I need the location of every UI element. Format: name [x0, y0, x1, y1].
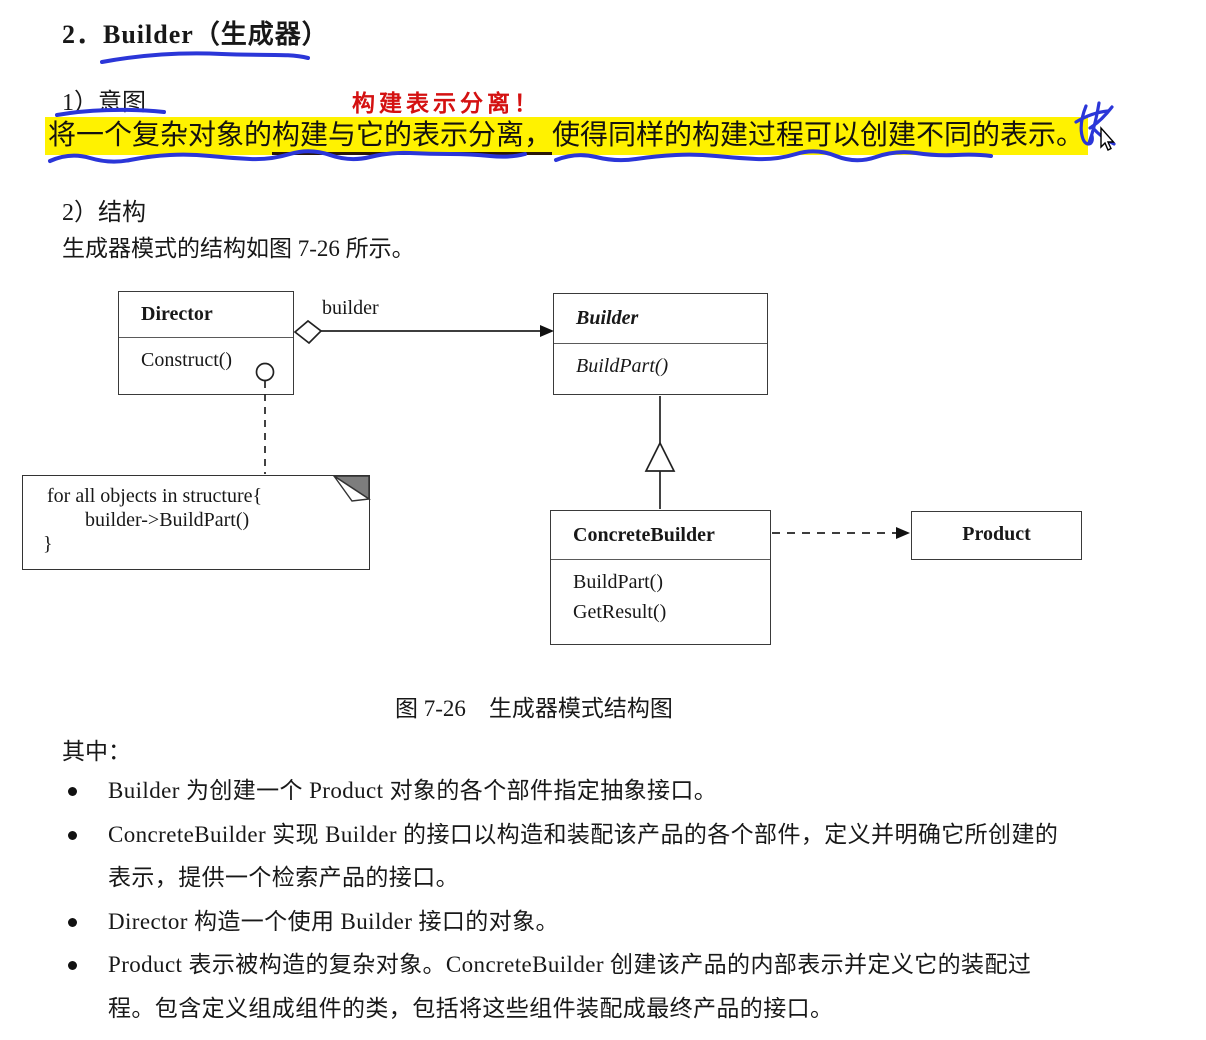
list-item: Director 构造一个使用 Builder 接口的对象。 — [62, 900, 1072, 944]
page-title: 2．Builder（生成器） — [62, 20, 329, 49]
class-product-name: Product — [962, 523, 1031, 545]
class-product: Product — [911, 511, 1082, 560]
class-director-name: Director — [119, 292, 293, 338]
note-line: for all objects in structure{ — [47, 485, 263, 507]
structure-heading: 2）结构 — [62, 200, 146, 226]
generalization-connector — [644, 396, 676, 509]
component-bullet-list: Builder 为创建一个 Product 对象的各个部件指定抽象接口。 Con… — [62, 769, 1072, 1030]
note-line: } — [43, 533, 53, 555]
list-item: ConcreteBuilder 实现 Builder 的接口以构造和装配该产品的… — [62, 813, 1072, 900]
class-builder: Builder BuildPart() — [553, 293, 768, 395]
highlight-seg2-underlined: 构建与它的表示分离， — [272, 120, 553, 155]
class-director: Director Construct() — [118, 291, 294, 395]
class-concrete-builder-name: ConcreteBuilder — [551, 511, 770, 560]
among-label: 其中： — [62, 739, 131, 764]
class-builder-method: BuildPart() — [576, 355, 669, 377]
aggregation-association-connector — [293, 319, 554, 345]
title-underline-ink — [100, 51, 310, 64]
figure-caption: 图 7-26 生成器模式结构图 — [395, 696, 673, 721]
dependency-connector — [772, 527, 910, 539]
association-label: builder — [322, 297, 379, 319]
intent-heading: 1）意图 — [62, 90, 146, 116]
list-item: Builder 为创建一个 Product 对象的各个部件指定抽象接口。 — [62, 769, 1072, 813]
class-builder-name: Builder — [554, 294, 767, 344]
handwritten-red-annotation: 构建表示分离！ — [352, 91, 541, 116]
list-item: Product 表示被构造的复杂对象。ConcreteBuilder 创建该产品… — [62, 943, 1072, 1030]
class-director-method: Construct() — [141, 349, 233, 371]
class-concrete-builder-method: BuildPart() — [573, 571, 663, 593]
highlight-seg1: 将一个复杂对象的 — [48, 120, 273, 151]
uml-note: for all objects in structure{ builder->B… — [22, 475, 370, 570]
structure-intro: 生成器模式的结构如图 7-26 所示。 — [62, 236, 415, 261]
mouse-cursor-icon — [1100, 126, 1116, 151]
class-concrete-builder: ConcreteBuilder BuildPart() GetResult() — [550, 510, 771, 645]
class-concrete-builder-method: GetResult() — [573, 601, 667, 623]
highlighted-sentence: 将一个复杂对象的构建与它的表示分离，使得同样的构建过程可以创建不同的表示。 — [45, 117, 1089, 155]
highlight-seg3: 使得同样的构建过程可以创建不同的表示。 — [552, 120, 1085, 151]
note-line: builder->BuildPart() — [85, 509, 250, 531]
